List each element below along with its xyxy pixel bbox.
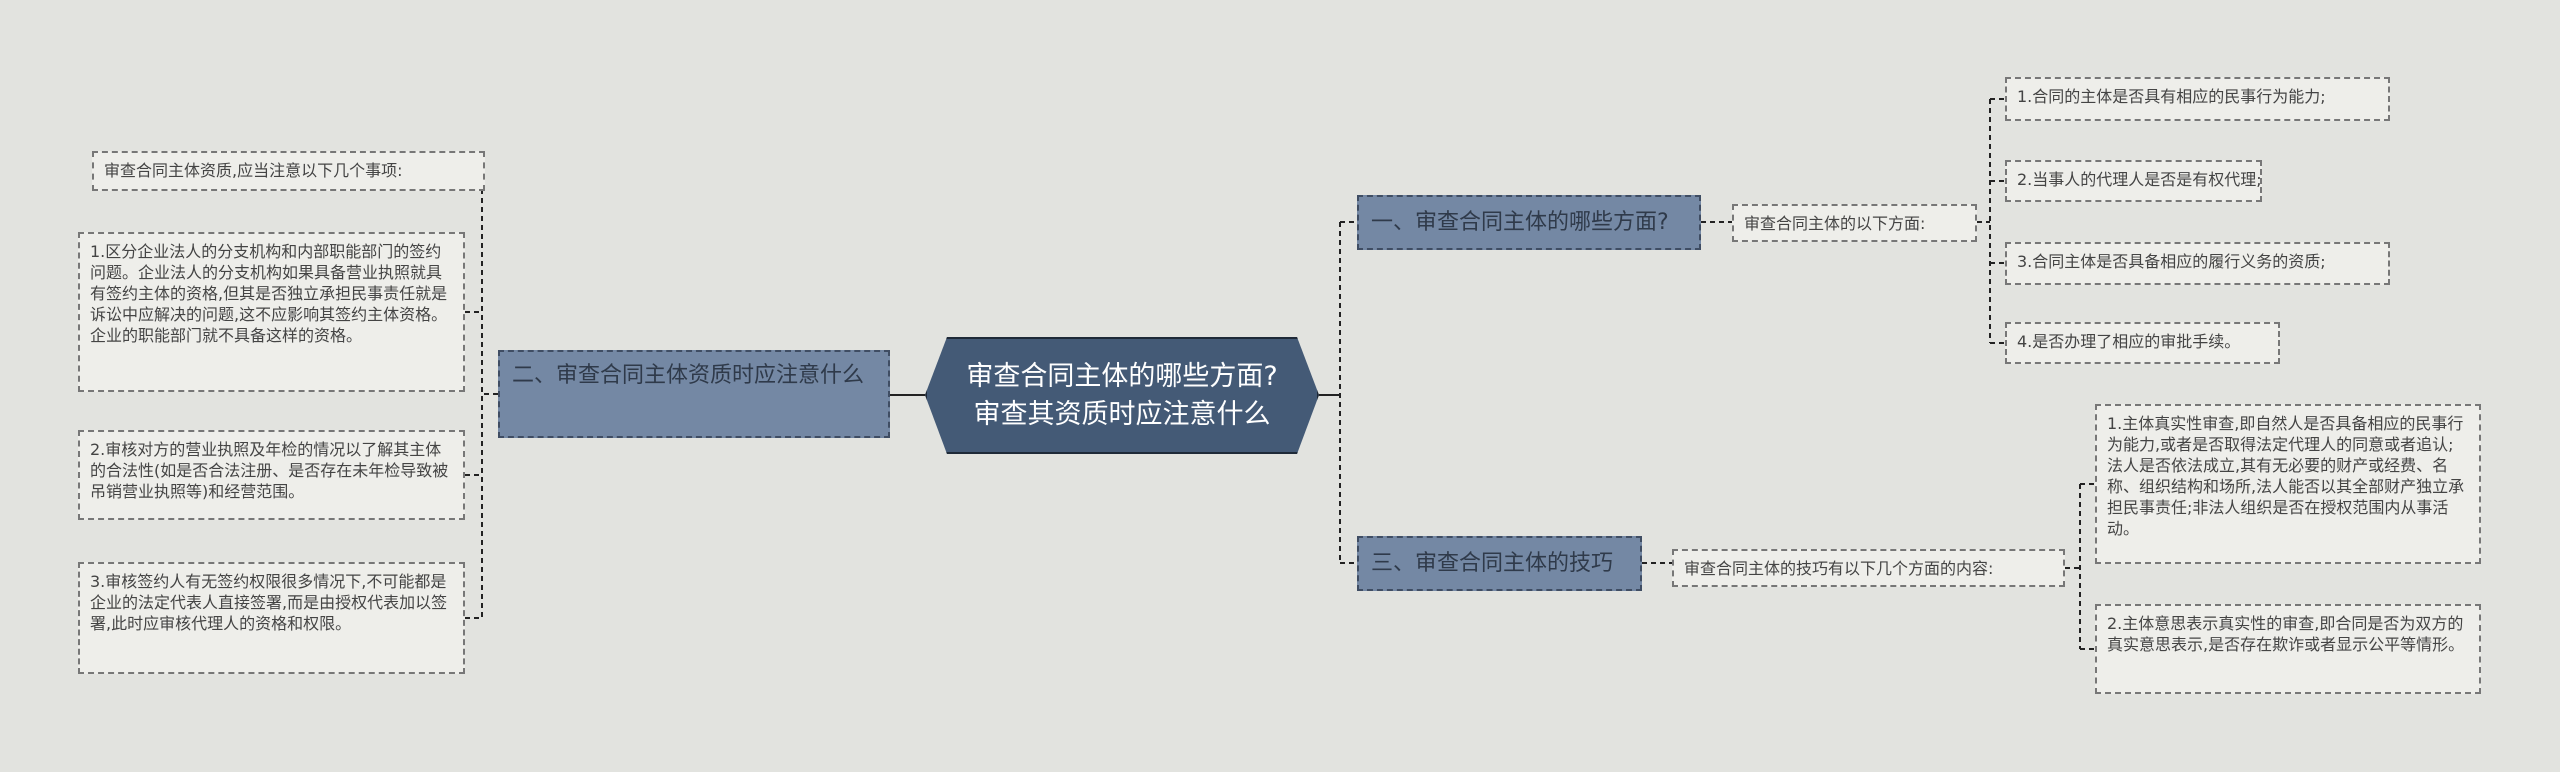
technique-item-1[interactable]: 1.主体真实性审查,即自然人是否具备相应的民事行为能力,或者是否取得法定代理人的…	[2095, 404, 2481, 564]
root-title-line2: 审查其资质时应注意什么	[973, 398, 1271, 430]
root-title-line1: 审查合同主体的哪些方面?	[966, 360, 1278, 392]
topic-techniques[interactable]: 三、审查合同主体的技巧	[1357, 536, 1642, 591]
aspect-item-3[interactable]: 3.合同主体是否具备相应的履行义务的资质;	[2005, 242, 2390, 285]
aspect-item-1[interactable]: 1.合同的主体是否具有相应的民事行为能力;	[2005, 77, 2390, 121]
topic-aspects[interactable]: 一、审查合同主体的哪些方面?	[1357, 195, 1701, 250]
topic-qualification-notes[interactable]: 二、审查合同主体资质时应注意什么	[498, 350, 890, 438]
qualification-item-2[interactable]: 2.审核对方的营业执照及年检的情况以了解其主体的合法性(如是否合法注册、是否存在…	[78, 430, 465, 520]
topic-qualification-note[interactable]: 审查合同主体资质,应当注意以下几个事项:	[92, 151, 485, 191]
aspect-item-4[interactable]: 4.是否办理了相应的审批手续。	[2005, 322, 2280, 364]
qualification-item-3[interactable]: 3.审核签约人有无签约权限很多情况下,不可能都是企业的法定代表人直接签署,而是由…	[78, 562, 465, 674]
aspect-item-2[interactable]: 2.当事人的代理人是否是有权代理;	[2005, 160, 2262, 202]
qualification-item-1[interactable]: 1.区分企业法人的分支机构和内部职能部门的签约问题。企业法人的分支机构如果具备营…	[78, 232, 465, 392]
root-node[interactable]: 审查合同主体的哪些方面? 审查其资质时应注意什么	[925, 337, 1319, 454]
topic-aspects-note[interactable]: 审查合同主体的以下方面:	[1732, 204, 1977, 242]
technique-item-2[interactable]: 2.主体意思表示真实性的审查,即合同是否为双方的真实意思表示,是否存在欺诈或者显…	[2095, 604, 2481, 694]
topic-techniques-note[interactable]: 审查合同主体的技巧有以下几个方面的内容:	[1672, 549, 2065, 587]
